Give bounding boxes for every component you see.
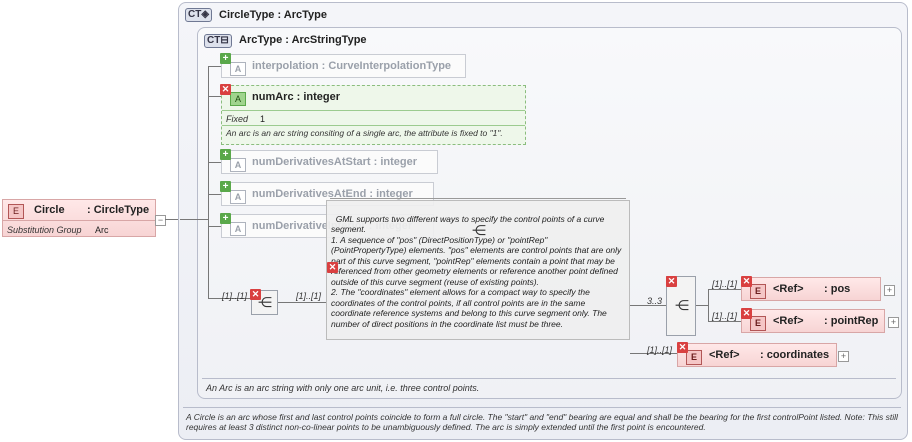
ref-label: <Ref> [773, 315, 804, 327]
element-icon: E [750, 316, 766, 331]
expand-toggle[interactable]: + [884, 285, 895, 296]
attribute-label: numDerivativesAtStart : integer [252, 156, 418, 168]
sequence-icon: ⋲ [472, 222, 486, 238]
optional-plus-icon: + [220, 53, 231, 64]
required-x-icon: ✕ [666, 276, 677, 287]
pointrep-occurrence: [1]..[1] [712, 311, 738, 321]
element-name: Circle [34, 204, 65, 216]
required-x-icon: ✕ [741, 308, 752, 319]
ref-name: : pointRep [824, 315, 879, 327]
attribute-icon: A [230, 222, 246, 236]
ref-coordinates[interactable]: E <Ref> : coordinates [677, 343, 837, 367]
circletype-documentation: A Circle is an arc whose first and last … [186, 412, 898, 432]
required-x-icon: ✕ [220, 84, 231, 95]
required-x-icon: ✕ [250, 289, 261, 300]
complex-type-icon: CTCT⊟ [204, 34, 232, 48]
complex-type-icon: CTCT◈ [185, 8, 213, 22]
attribute-icon: A [230, 190, 246, 204]
ref-label: <Ref> [709, 349, 740, 361]
optional-plus-icon: + [220, 181, 231, 192]
substitution-group-value: Arc [95, 225, 109, 235]
circle-element[interactable]: E Circle : CircleType Substitution Group… [2, 199, 156, 237]
arctype-documentation: An Arc is an arc string with only one ar… [206, 383, 480, 393]
ref-name: : pos [824, 283, 851, 295]
attribute-icon: A [230, 158, 246, 172]
choice-out-occurrence: [1]..[1] [296, 291, 322, 301]
attribute-numderivativesatstart[interactable]: A numDerivativesAtStart : integer [221, 150, 438, 174]
required-x-icon: ✕ [677, 342, 688, 353]
expand-toggle[interactable]: + [888, 317, 899, 328]
attribute-icon: A [230, 62, 246, 76]
attribute-label: numDerivativesAtEnd : integer [252, 188, 413, 200]
sequence-icon: ⋲ [675, 297, 689, 313]
pos-occurrence: [1]..[1] [712, 279, 738, 289]
optional-plus-icon: + [220, 149, 231, 160]
optional-plus-icon: + [220, 213, 231, 224]
coordinates-occurrence: [1]..[1] [647, 345, 673, 355]
element-icon: E [686, 350, 702, 365]
ref-name: : coordinates [760, 349, 830, 361]
fixed-label: Fixed [226, 114, 249, 124]
choice-occurrence: [1]..[1] [222, 291, 248, 301]
choice-icon: ⋲ [258, 294, 272, 310]
attribute-label: interpolation : CurveInterpolationType [252, 60, 452, 72]
attribute-numarc[interactable]: A numArc : integer Fixed 1 An arc is an … [221, 85, 526, 145]
attribute-documentation: An arc is an arc string consiting of a s… [226, 128, 503, 138]
required-x-icon: ✕ [741, 276, 752, 287]
substitution-group-label: Substitution Group [7, 225, 82, 235]
ref-label: <Ref> [773, 283, 804, 295]
element-type: : CircleType [87, 204, 150, 216]
documentation-tooltip: GML supports two different ways to speci… [326, 200, 630, 340]
attribute-label: numArc : integer [252, 91, 341, 103]
sequence-occurrence: 3..3 [647, 296, 663, 306]
expand-toggle[interactable]: + [838, 351, 849, 362]
element-icon: E [8, 204, 24, 219]
arctype-title: ArcType : ArcStringType [239, 34, 367, 46]
collapse-toggle[interactable]: − [155, 215, 166, 226]
tooltip-text: GML supports two different ways to speci… [331, 213, 622, 329]
attribute-icon: A [230, 92, 246, 106]
attribute-interpolation[interactable]: A interpolation : CurveInterpolationType [221, 54, 466, 78]
circletype-title: CircleType : ArcType [219, 9, 327, 21]
required-x-icon: ✕ [327, 262, 338, 273]
fixed-value: 1 [260, 114, 266, 124]
ref-pointrep[interactable]: E <Ref> : pointRep [741, 309, 885, 333]
element-icon: E [750, 284, 766, 299]
ref-pos[interactable]: E <Ref> : pos [741, 277, 881, 301]
